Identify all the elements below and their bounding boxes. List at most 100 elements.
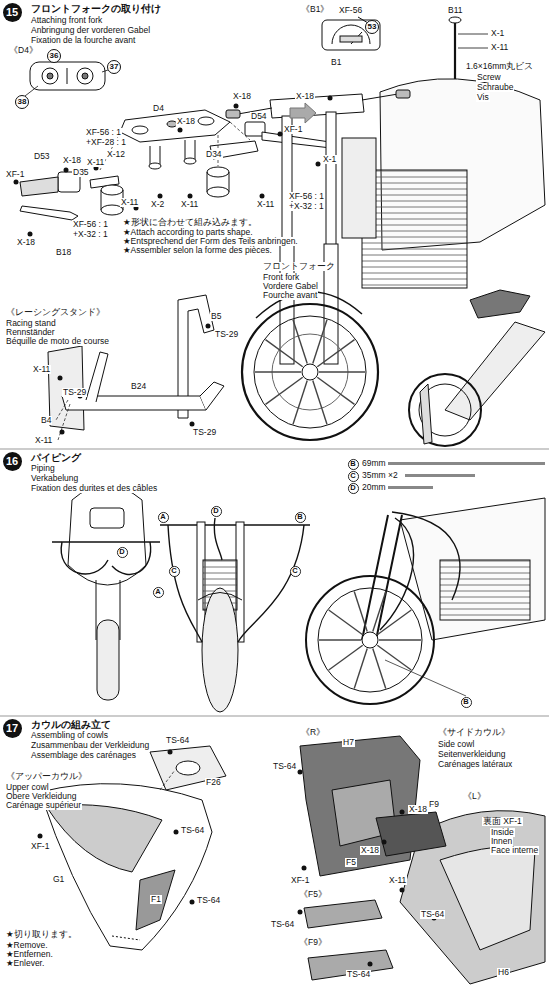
part-label: X-18	[62, 156, 82, 165]
handlebar-parts	[149, 163, 161, 169]
part-label: X-11	[256, 200, 275, 209]
part-label: XF-1	[5, 170, 25, 179]
node-circle	[295, 512, 305, 522]
paint-dot	[58, 376, 63, 381]
node-circle	[348, 483, 358, 493]
part-label: Zusammenbau der Verkleidung	[30, 741, 150, 750]
paint-dot	[316, 162, 321, 167]
node-circle	[169, 566, 179, 576]
paint-dot	[38, 834, 43, 839]
front-fork-assembly	[409, 374, 481, 446]
section-title: 《F5》	[298, 890, 328, 899]
part-label: B1	[330, 58, 342, 67]
front-fork-assembly	[317, 377, 354, 404]
front-fork-assembly	[255, 320, 365, 425]
front-fork-assembly	[396, 90, 410, 98]
top-view	[68, 485, 146, 585]
piping-letter: D	[117, 547, 128, 558]
part-label: G1	[52, 875, 65, 884]
part-label: F1	[150, 895, 162, 904]
node-text: A	[155, 588, 160, 596]
front-fork-assembly	[270, 94, 364, 118]
front-fork-assembly	[313, 381, 327, 425]
node-circle	[16, 96, 29, 109]
node-text: C	[171, 567, 176, 575]
part-label: B18	[55, 248, 72, 257]
handlebar-parts	[20, 206, 78, 220]
piping-letter: B	[461, 697, 472, 708]
part-label: XF-56	[338, 6, 363, 15]
screw-b11	[458, 34, 488, 35]
part-label: Innen	[490, 837, 513, 846]
side-view	[362, 632, 378, 648]
part-label: Carénages latéraux	[437, 760, 513, 769]
upper-cowl	[176, 761, 200, 775]
front-view	[160, 518, 310, 712]
part-label: Carénage supérieur	[5, 801, 82, 810]
part-label: XF-56 : 1	[85, 128, 122, 137]
piping-length	[388, 486, 433, 489]
node-circle	[211, 506, 221, 516]
paint-dot	[368, 962, 373, 967]
part-label: +X-32 : 1	[72, 230, 109, 239]
part-label: F5	[345, 858, 357, 867]
step-divider	[0, 449, 549, 450]
racing-stand	[56, 400, 70, 440]
node-text: D	[350, 484, 355, 492]
screw-b11	[458, 48, 488, 49]
section-title: 《B1》	[300, 5, 330, 14]
part-label: +XF-28 : 1	[85, 138, 127, 147]
paint-dot	[188, 194, 193, 199]
part-label: F26	[205, 778, 222, 787]
section-title: 《サイドカウル》	[437, 728, 511, 737]
part-label: Vordere Gabel	[262, 282, 319, 291]
part-label: Upper cowl	[5, 783, 50, 792]
meter-b1	[322, 17, 380, 50]
part-label: XF-56 : 1	[288, 192, 325, 201]
top-view	[90, 508, 124, 528]
side-view	[354, 591, 367, 631]
part-label: Verkabelung	[30, 474, 79, 483]
detail-d4	[25, 62, 108, 96]
section-title: 《レーシングスタンド》	[5, 308, 106, 317]
handlebar-parts	[120, 110, 230, 142]
screw-b11	[449, 17, 461, 23]
part-label: X-11	[86, 158, 105, 167]
paint-dot	[302, 866, 307, 871]
meter-b1	[332, 25, 370, 44]
upper-cowl	[150, 746, 226, 790]
side-cowl	[376, 811, 545, 984]
section-title: 《D4》	[8, 46, 39, 55]
part-label: ★Entfernen.	[5, 950, 54, 959]
upper-cowl	[46, 805, 162, 872]
paint-dot	[178, 128, 183, 133]
detail-d4	[25, 86, 38, 96]
side-view	[318, 588, 422, 692]
part-label: X-18	[232, 92, 252, 101]
part-label: X-12	[106, 150, 126, 159]
right-cowl	[304, 900, 382, 928]
part-label: B24	[130, 382, 147, 391]
section-title: 《L》	[462, 792, 487, 801]
part-label: XF-56 : 1	[72, 220, 109, 229]
handlebar-parts	[20, 177, 58, 196]
piping-letter: B	[295, 512, 306, 523]
part-label: TS-64	[420, 910, 445, 919]
front-view	[160, 524, 310, 526]
side-cowl	[376, 812, 446, 856]
handlebar-parts	[207, 167, 229, 177]
node-circle	[348, 471, 358, 481]
front-view	[168, 518, 304, 642]
handlebar-parts	[207, 187, 229, 197]
part-label: XF-1	[290, 876, 310, 885]
side-view	[377, 610, 411, 635]
detail-d4	[82, 73, 88, 79]
detail-d4	[47, 73, 53, 79]
step-divider	[0, 716, 549, 717]
node-circle	[153, 587, 163, 597]
node-text: 15	[6, 7, 18, 18]
part-label: Vis	[476, 93, 490, 102]
node-circle	[3, 452, 22, 471]
part-label: Fixation des durites et des câbles	[30, 484, 158, 493]
part-label: +X-32 : 1	[288, 202, 325, 211]
